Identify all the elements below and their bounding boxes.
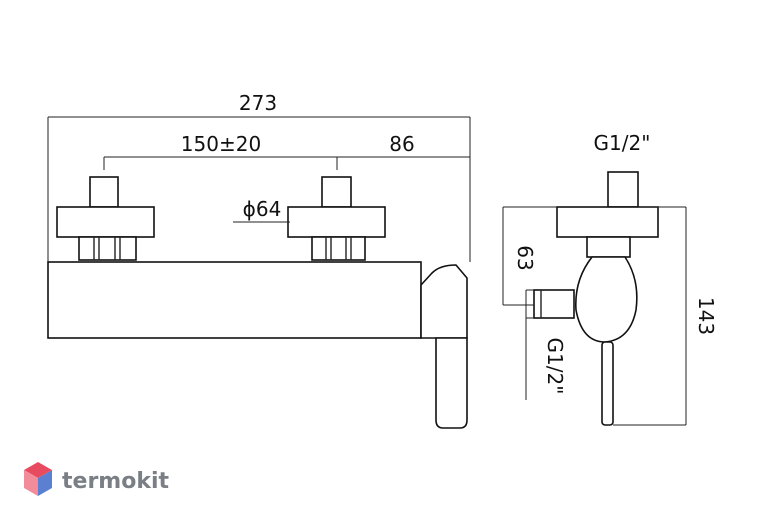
dim-center-label: 150±20 bbox=[181, 132, 261, 156]
dim-thread-top-label: G1/2" bbox=[594, 131, 651, 155]
dim-total-label: 273 bbox=[239, 91, 277, 115]
left-flange bbox=[56, 206, 155, 238]
right-connection bbox=[287, 176, 386, 261]
side-flange bbox=[556, 206, 659, 238]
side-stem bbox=[607, 171, 639, 208]
dim-thread-side-label: G1/2" bbox=[543, 338, 567, 395]
logo-text: termokit bbox=[62, 469, 169, 494]
side-lever bbox=[601, 341, 614, 426]
left-connection bbox=[56, 176, 155, 261]
front-view: 273 150±20 86 ϕ64 bbox=[47, 91, 471, 429]
termokit-logo: termokit bbox=[24, 462, 169, 496]
side-view: G1/2" 63 G1/2" 143 bbox=[502, 131, 718, 426]
side-nut bbox=[586, 236, 631, 258]
logo-cube-icon bbox=[24, 462, 52, 496]
handle-lever bbox=[435, 337, 468, 429]
dim-63-label: 63 bbox=[513, 245, 537, 270]
right-stem bbox=[321, 176, 352, 208]
dim-flange-label: ϕ64 bbox=[243, 197, 282, 221]
side-outlet bbox=[533, 289, 575, 319]
dim-143-label: 143 bbox=[694, 297, 718, 335]
left-stem bbox=[89, 176, 119, 208]
side-body bbox=[575, 256, 638, 343]
right-flange bbox=[287, 206, 386, 238]
right-nut bbox=[311, 236, 366, 261]
handle-base bbox=[420, 264, 468, 339]
dim-side-label: 86 bbox=[389, 132, 414, 156]
mixer-body bbox=[47, 261, 422, 339]
left-nut bbox=[78, 236, 137, 261]
